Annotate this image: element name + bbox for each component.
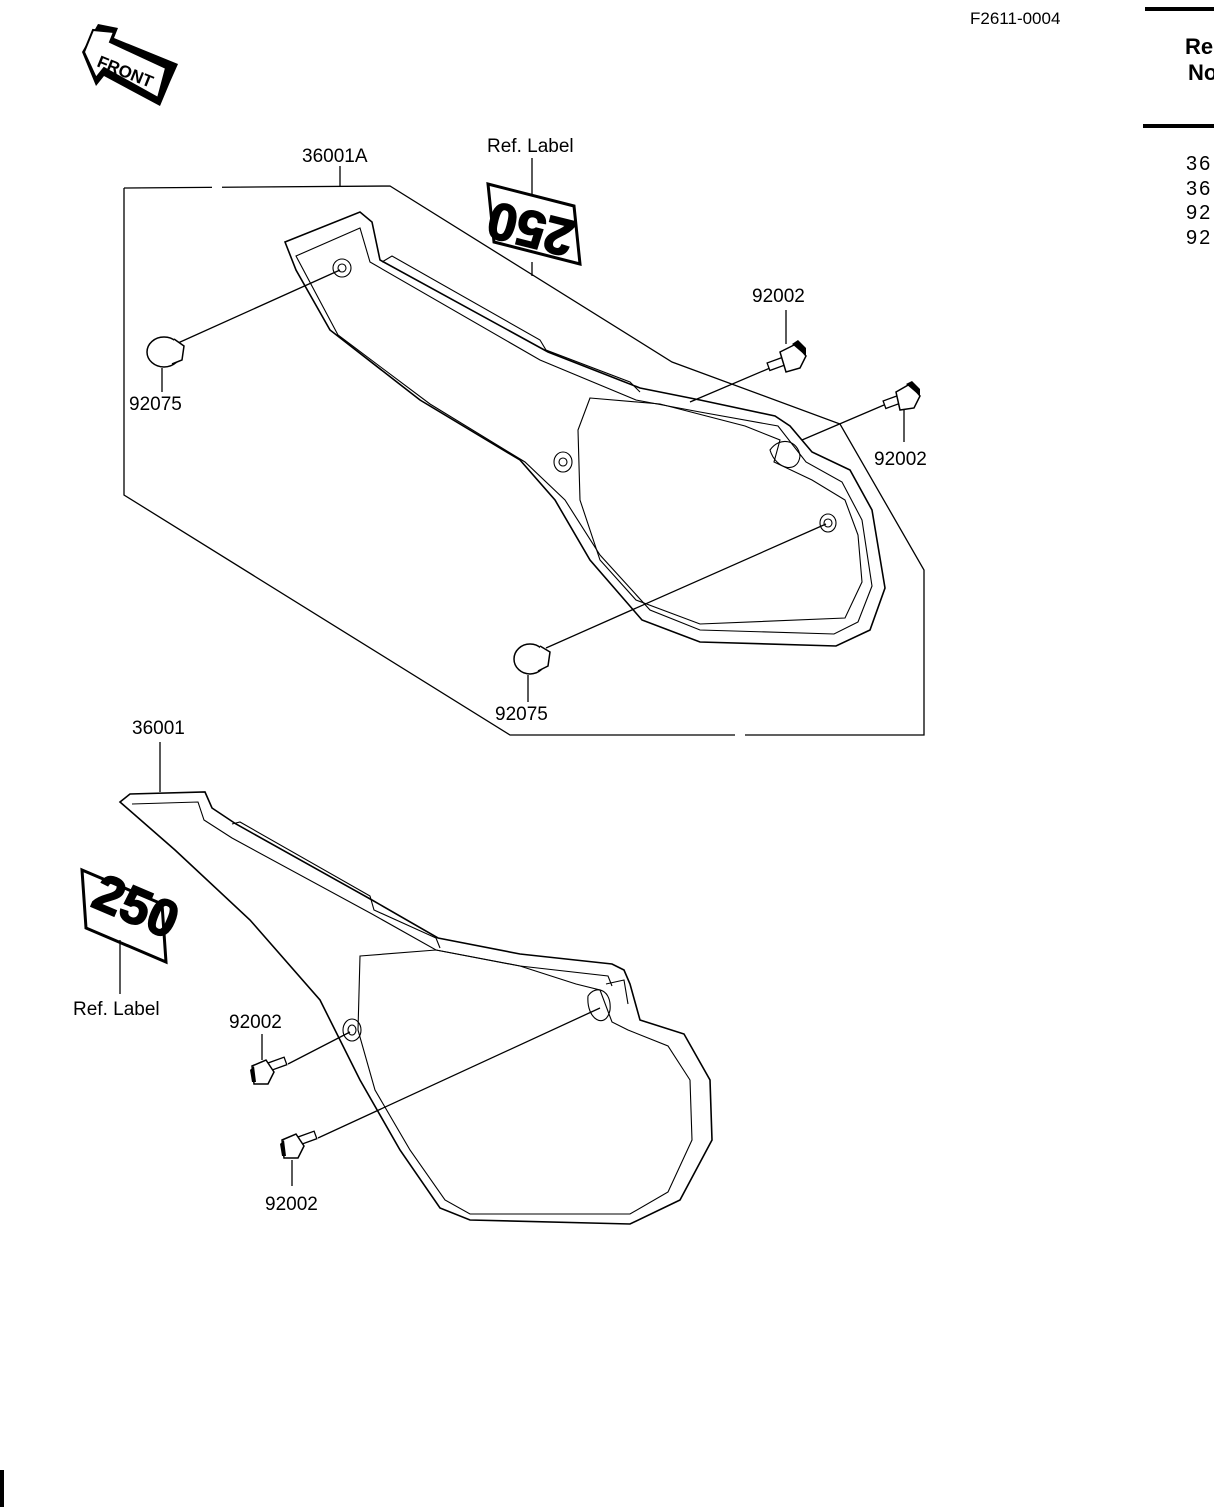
ref-number-3: 92 [1186, 202, 1212, 224]
lower-side-cover [118, 791, 713, 1225]
badge-lower: 250 [80, 863, 188, 965]
badge-upper-text: 250 [482, 190, 580, 267]
kit-outline [123, 185, 925, 736]
ref-header-line1: Re [1185, 34, 1213, 59]
lower-assembly: 36001 92002 92002 [73, 718, 713, 1225]
label-bolt-upper-top: 92002 [752, 286, 805, 307]
ref-number-1: 36 [1186, 153, 1212, 175]
label-grommet-left: 92075 [129, 394, 182, 415]
grommet-left-icon [146, 336, 185, 368]
bolt-upper-mid-icon [882, 381, 921, 411]
label-bolt-lower-top: 92002 [229, 1012, 282, 1033]
upper-assembly: 92075 92075 92002 92002 36001A Ref. Labe… [123, 136, 927, 737]
ref-number-4: 92 [1186, 227, 1212, 249]
label-upper-assembly: 36001A [302, 146, 368, 167]
front-arrow-icon: FRONT [82, 24, 178, 106]
bolt-lower-bottom-icon [280, 1130, 318, 1159]
label-upper-ref: Ref. Label [487, 136, 574, 157]
ref-header-line2: No [1188, 60, 1214, 85]
bolt-upper-top-icon [766, 340, 807, 373]
bolt-lower-top-icon [250, 1056, 288, 1085]
upper-side-cover [283, 211, 886, 647]
badge-upper: 250 [481, 182, 582, 268]
ref-number-2: 36 [1186, 178, 1212, 200]
label-lower-ref: Ref. Label [73, 999, 160, 1020]
grommet-bottom-icon [513, 643, 551, 675]
figure-id: F2611-0004 [970, 9, 1060, 28]
label-grommet-bottom: 92075 [495, 704, 548, 725]
label-bolt-lower-bottom: 92002 [265, 1194, 318, 1215]
label-bolt-upper-mid: 92002 [874, 449, 927, 470]
label-lower-assembly: 36001 [132, 718, 185, 739]
